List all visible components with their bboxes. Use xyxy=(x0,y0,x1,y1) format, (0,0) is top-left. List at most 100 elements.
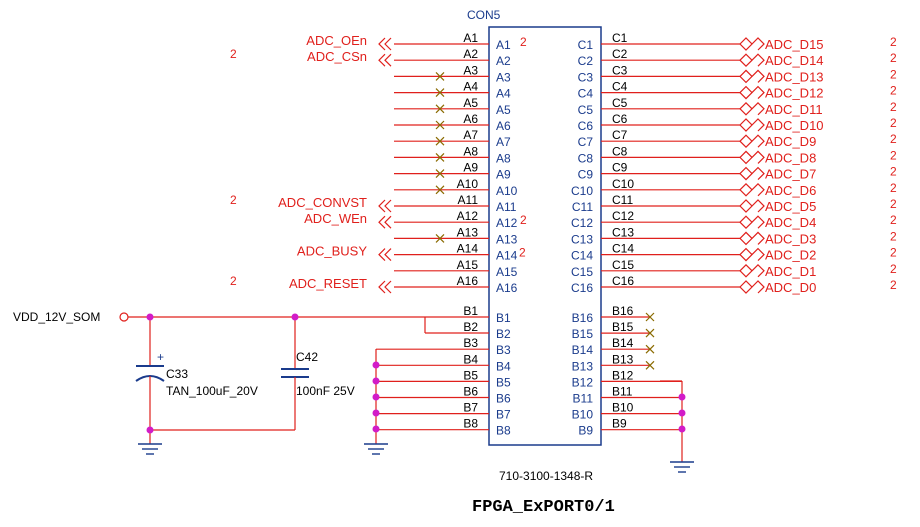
right-sheet-ref: 2 xyxy=(890,84,897,98)
pin-number-a3: A3 xyxy=(463,63,478,77)
pin-label-b6: B6 xyxy=(496,392,511,406)
right-sheet-ref: 2 xyxy=(890,67,897,81)
pin-label-c16: C16 xyxy=(571,281,593,295)
port-diamond-icon xyxy=(739,247,765,262)
pin-label-a2: A2 xyxy=(496,54,511,68)
power-net-label: VDD_12V_SOM xyxy=(13,310,100,324)
left-net-label: ADC_BUSY xyxy=(297,244,367,259)
port-arrow-icon xyxy=(378,53,392,67)
pin-label-b15: B15 xyxy=(572,327,594,341)
pin-number-a9: A9 xyxy=(463,161,478,175)
port-diamond-icon xyxy=(739,53,765,68)
port-diamond-icon xyxy=(739,101,765,116)
pin-number-a12: A12 xyxy=(457,209,479,223)
pin-label-a13: A13 xyxy=(496,232,518,246)
junction-dot xyxy=(372,361,380,369)
pin-number-b4: B4 xyxy=(463,352,478,366)
pin-number-b1: B1 xyxy=(463,304,478,318)
pin-number-c13: C13 xyxy=(612,225,634,239)
right-sheet-ref: 2 xyxy=(890,181,897,195)
pin-label-c11: C11 xyxy=(572,200,593,214)
pin-label-a5: A5 xyxy=(496,103,511,117)
junction-dot xyxy=(372,425,380,433)
port-arrow-icon xyxy=(378,280,392,294)
pin-label-c10: C10 xyxy=(571,184,593,198)
port-arrow-icon xyxy=(378,248,392,262)
power-port-icon xyxy=(119,312,129,322)
no-connect-icon xyxy=(645,360,655,370)
right-sheet-ref: 2 xyxy=(890,278,897,292)
pin-number-b16: B16 xyxy=(612,304,634,318)
no-connect-icon xyxy=(435,120,445,130)
pin-label-c8: C8 xyxy=(578,151,594,165)
pin-number-c16: C16 xyxy=(612,274,634,288)
pin-number-b5: B5 xyxy=(463,368,478,382)
pin-label-b7: B7 xyxy=(496,408,511,422)
no-connect-icon xyxy=(645,312,655,322)
pin-label-a9: A9 xyxy=(496,168,511,182)
pin-label-c1: C1 xyxy=(578,38,594,52)
pin-label-b1: B1 xyxy=(496,311,511,325)
pin-number-b14: B14 xyxy=(612,336,634,350)
pin-label-c7: C7 xyxy=(578,135,594,149)
junction-dot xyxy=(146,313,154,321)
pin-label-c14: C14 xyxy=(571,249,593,263)
pin-number-b12: B12 xyxy=(612,368,634,382)
pin-number-c3: C3 xyxy=(612,63,628,77)
port-diamond-icon xyxy=(739,85,765,100)
left-net-label: ADC_WEn xyxy=(304,211,367,226)
right-sheet-ref: 2 xyxy=(890,100,897,114)
pin-label-a14: A14 xyxy=(496,249,518,263)
pin-number-c14: C14 xyxy=(612,242,634,256)
pin-label-b13: B13 xyxy=(572,359,594,373)
junction-group xyxy=(146,313,686,434)
pin-number-a6: A6 xyxy=(463,112,478,126)
pin-label-a10: A10 xyxy=(496,184,518,198)
pin-label-a6: A6 xyxy=(496,119,511,133)
c42-value: 100nF 25V xyxy=(296,384,355,398)
port-diamond-icon xyxy=(739,280,765,294)
pin-number-a1: A1 xyxy=(463,31,478,45)
junction-dot xyxy=(372,393,380,401)
c33-value: TAN_100uF_20V xyxy=(166,384,258,398)
no-connect-icon xyxy=(645,328,655,338)
port-diamond-icon xyxy=(739,215,765,230)
right-net-label: ADC_D12 xyxy=(765,86,824,101)
pin-number-b13: B13 xyxy=(612,352,634,366)
pin-number-a4: A4 xyxy=(463,80,478,94)
pin-label-b10: B10 xyxy=(572,408,594,422)
junction-dot xyxy=(678,409,686,417)
right-sheet-ref: 2 xyxy=(890,148,897,162)
port-diamond-icon xyxy=(739,199,765,213)
pin-number-c15: C15 xyxy=(612,258,634,272)
no-connect-icon xyxy=(435,152,445,162)
inner-sheet-ref: 2 xyxy=(520,35,527,49)
sheet-title: FPGA_ExPORT0/1 xyxy=(472,498,615,517)
port-diamond-icon xyxy=(739,231,765,246)
pin-number-a11: A11 xyxy=(458,193,479,207)
pin-number-c10: C10 xyxy=(612,177,634,191)
pin-number-a10: A10 xyxy=(457,177,479,191)
connector-part-number: 710-3100-1348-R xyxy=(499,469,593,483)
c33-refdes: C33 xyxy=(166,367,188,381)
right-net-label: ADC_D0 xyxy=(765,280,816,295)
left-sheet-ref: 2 xyxy=(230,47,237,61)
pin-label-c3: C3 xyxy=(578,70,594,84)
right-sheet-ref: 2 xyxy=(890,213,897,227)
pin-number-a5: A5 xyxy=(463,96,478,110)
pin-number-c2: C2 xyxy=(612,47,628,61)
no-connect-icon xyxy=(435,104,445,114)
pin-label-b5: B5 xyxy=(496,375,511,389)
right-net-label: ADC_D11 xyxy=(765,102,823,117)
pin-number-a7: A7 xyxy=(463,128,478,142)
pin-label-c12: C12 xyxy=(571,216,593,230)
right-net-label: ADC_D3 xyxy=(765,231,816,246)
pin-number-a15: A15 xyxy=(457,258,479,272)
junction-dot xyxy=(678,425,686,433)
right-net-label: ADC_D13 xyxy=(765,69,824,84)
right-net-label: ADC_D14 xyxy=(765,53,824,68)
right-net-label: ADC_D1 xyxy=(765,264,816,279)
port-arrow-icon xyxy=(378,215,392,229)
junction-dot xyxy=(291,313,299,321)
